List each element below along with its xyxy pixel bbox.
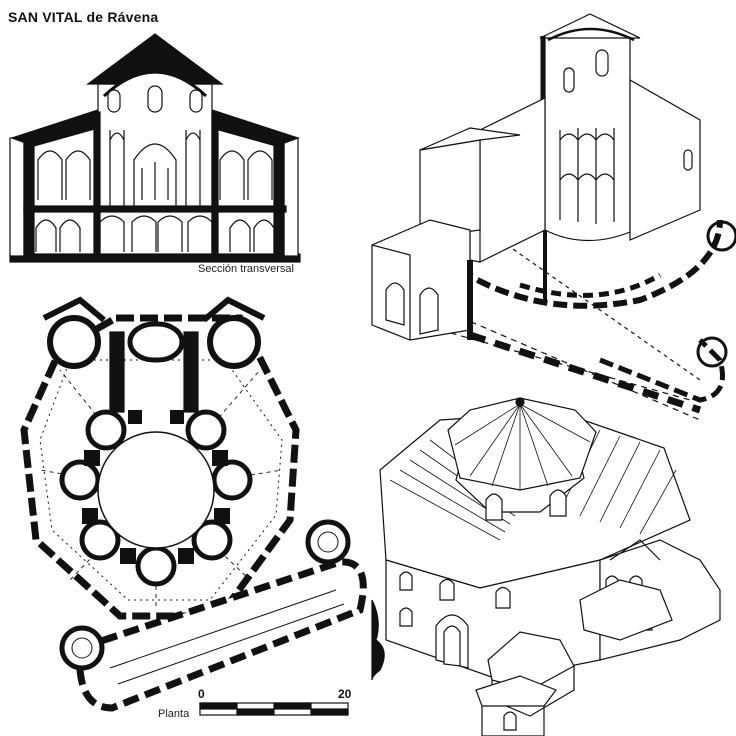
scale-start-label: 0 [198, 687, 205, 701]
section-caption: Sección transversal [198, 263, 294, 275]
plan-caption: Planta [158, 708, 190, 720]
scale-end-label: 20 [338, 687, 352, 701]
sheet-title: SAN VITAL de Rávena [8, 9, 159, 25]
